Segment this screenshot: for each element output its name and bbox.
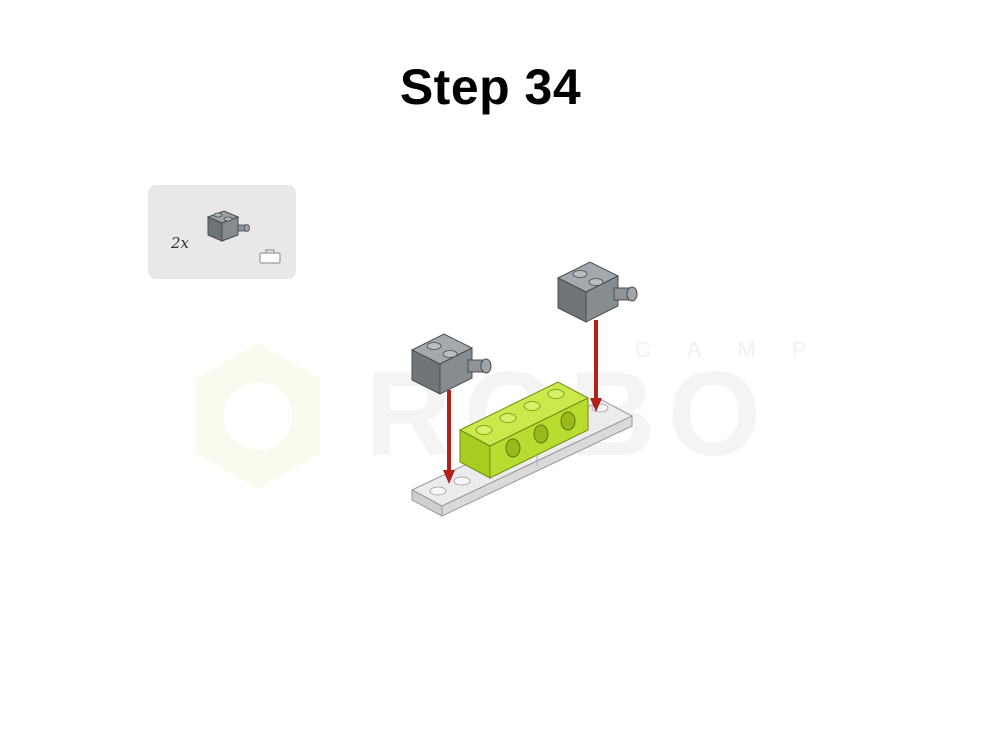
brick-with-pin-icon [206,210,250,242]
assembly-illustration [410,261,638,517]
placement-arrow-left [443,390,455,484]
parts-bag-icon [259,249,281,264]
watermark-small-text: CAMP [635,337,840,362]
parts-quantity: 2x [171,234,190,252]
watermark-logo: CAMP ROBO [196,337,840,489]
placement-arrow-right [590,320,602,412]
dark-gray-brick-left [410,333,492,395]
parts-callout: 2x [148,185,296,279]
step-title: Step 34 [399,59,582,115]
lime-technic-beam [458,381,590,479]
dark-gray-brick-right [556,261,638,323]
